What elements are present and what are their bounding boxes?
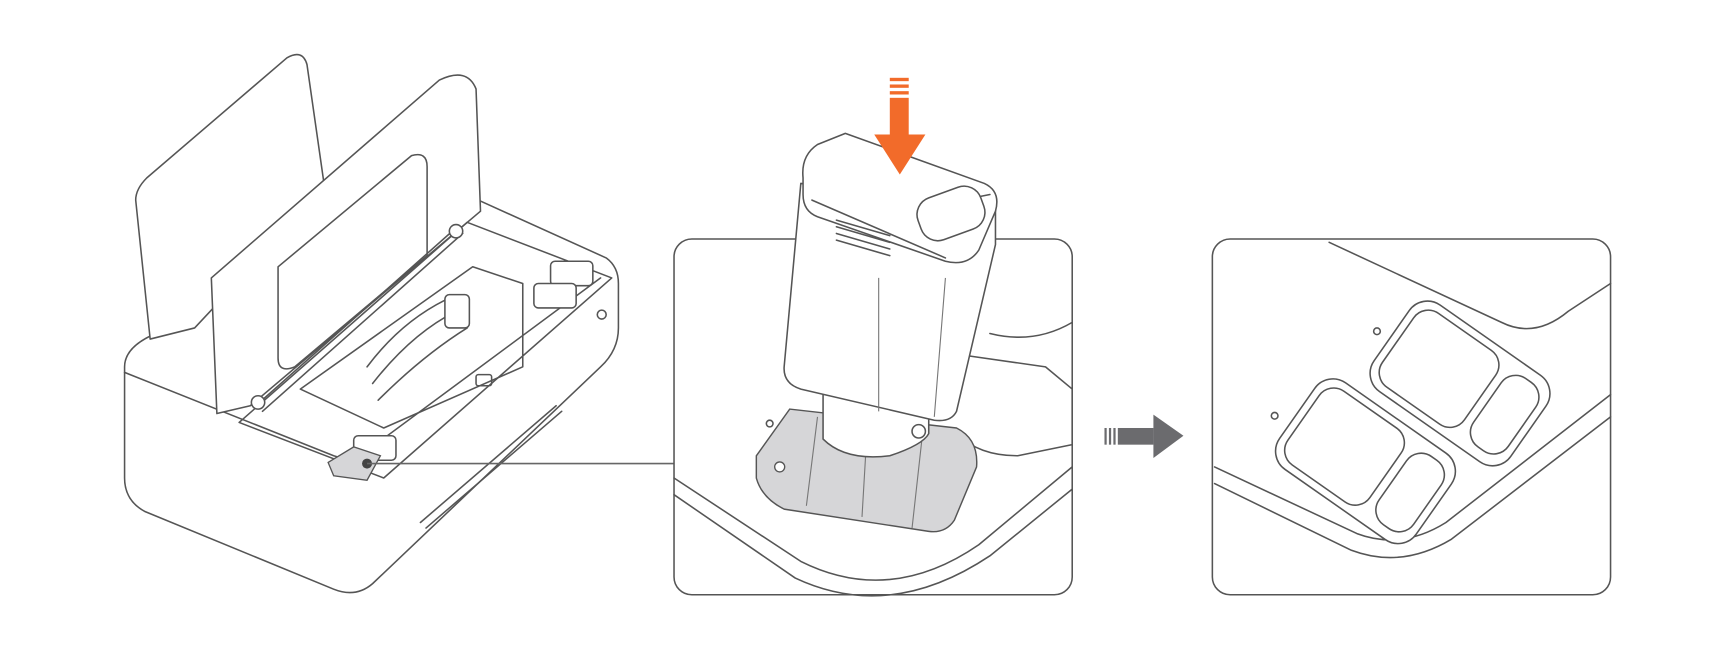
next-step-arrow-icon bbox=[1104, 414, 1184, 459]
slot-closeup-icon bbox=[1211, 238, 1612, 596]
insert-down-arrow-icon bbox=[874, 77, 926, 175]
filter-slot-highlight bbox=[327, 446, 382, 481]
dock-station-icon bbox=[123, 53, 620, 594]
filter-cartridge-icon bbox=[673, 132, 1073, 597]
